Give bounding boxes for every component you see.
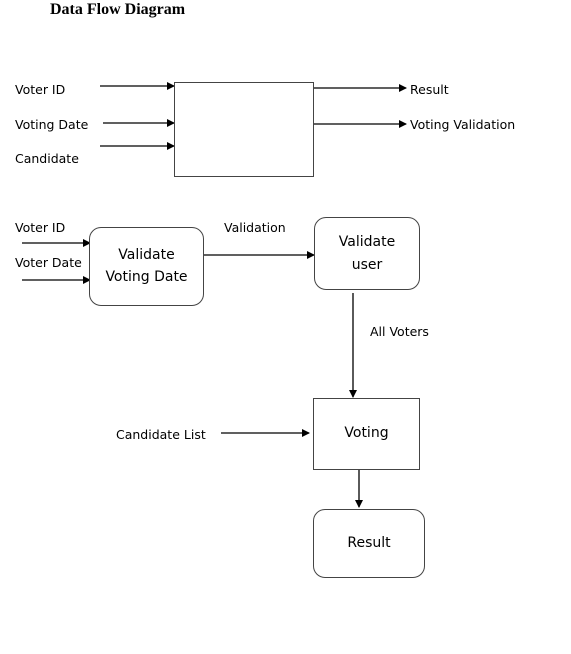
voting-process: Voting <box>313 398 420 470</box>
context-input-voter-id: Voter ID <box>15 82 66 97</box>
validation-flow-label: Validation <box>224 220 286 235</box>
context-input-voting-date: Voting Date <box>15 117 89 132</box>
context-output-voting-validation: Voting Validation <box>410 117 516 132</box>
validate-user-process: Validate user <box>314 217 420 290</box>
validate-voting-date-process: Validate Voting Date <box>89 227 204 306</box>
detail-input-voter-id: Voter ID <box>15 220 66 235</box>
result-process: Result <box>313 509 425 578</box>
all-voters-flow-label: All Voters <box>370 324 429 339</box>
candidate-list-label: Candidate List <box>116 427 206 442</box>
detail-input-voter-date: Voter Date <box>15 255 82 270</box>
diagram-title: Data Flow Diagram <box>50 1 186 18</box>
context-process-box <box>174 82 314 177</box>
context-input-candidate: Candidate <box>15 151 79 166</box>
context-output-result: Result <box>410 82 449 97</box>
